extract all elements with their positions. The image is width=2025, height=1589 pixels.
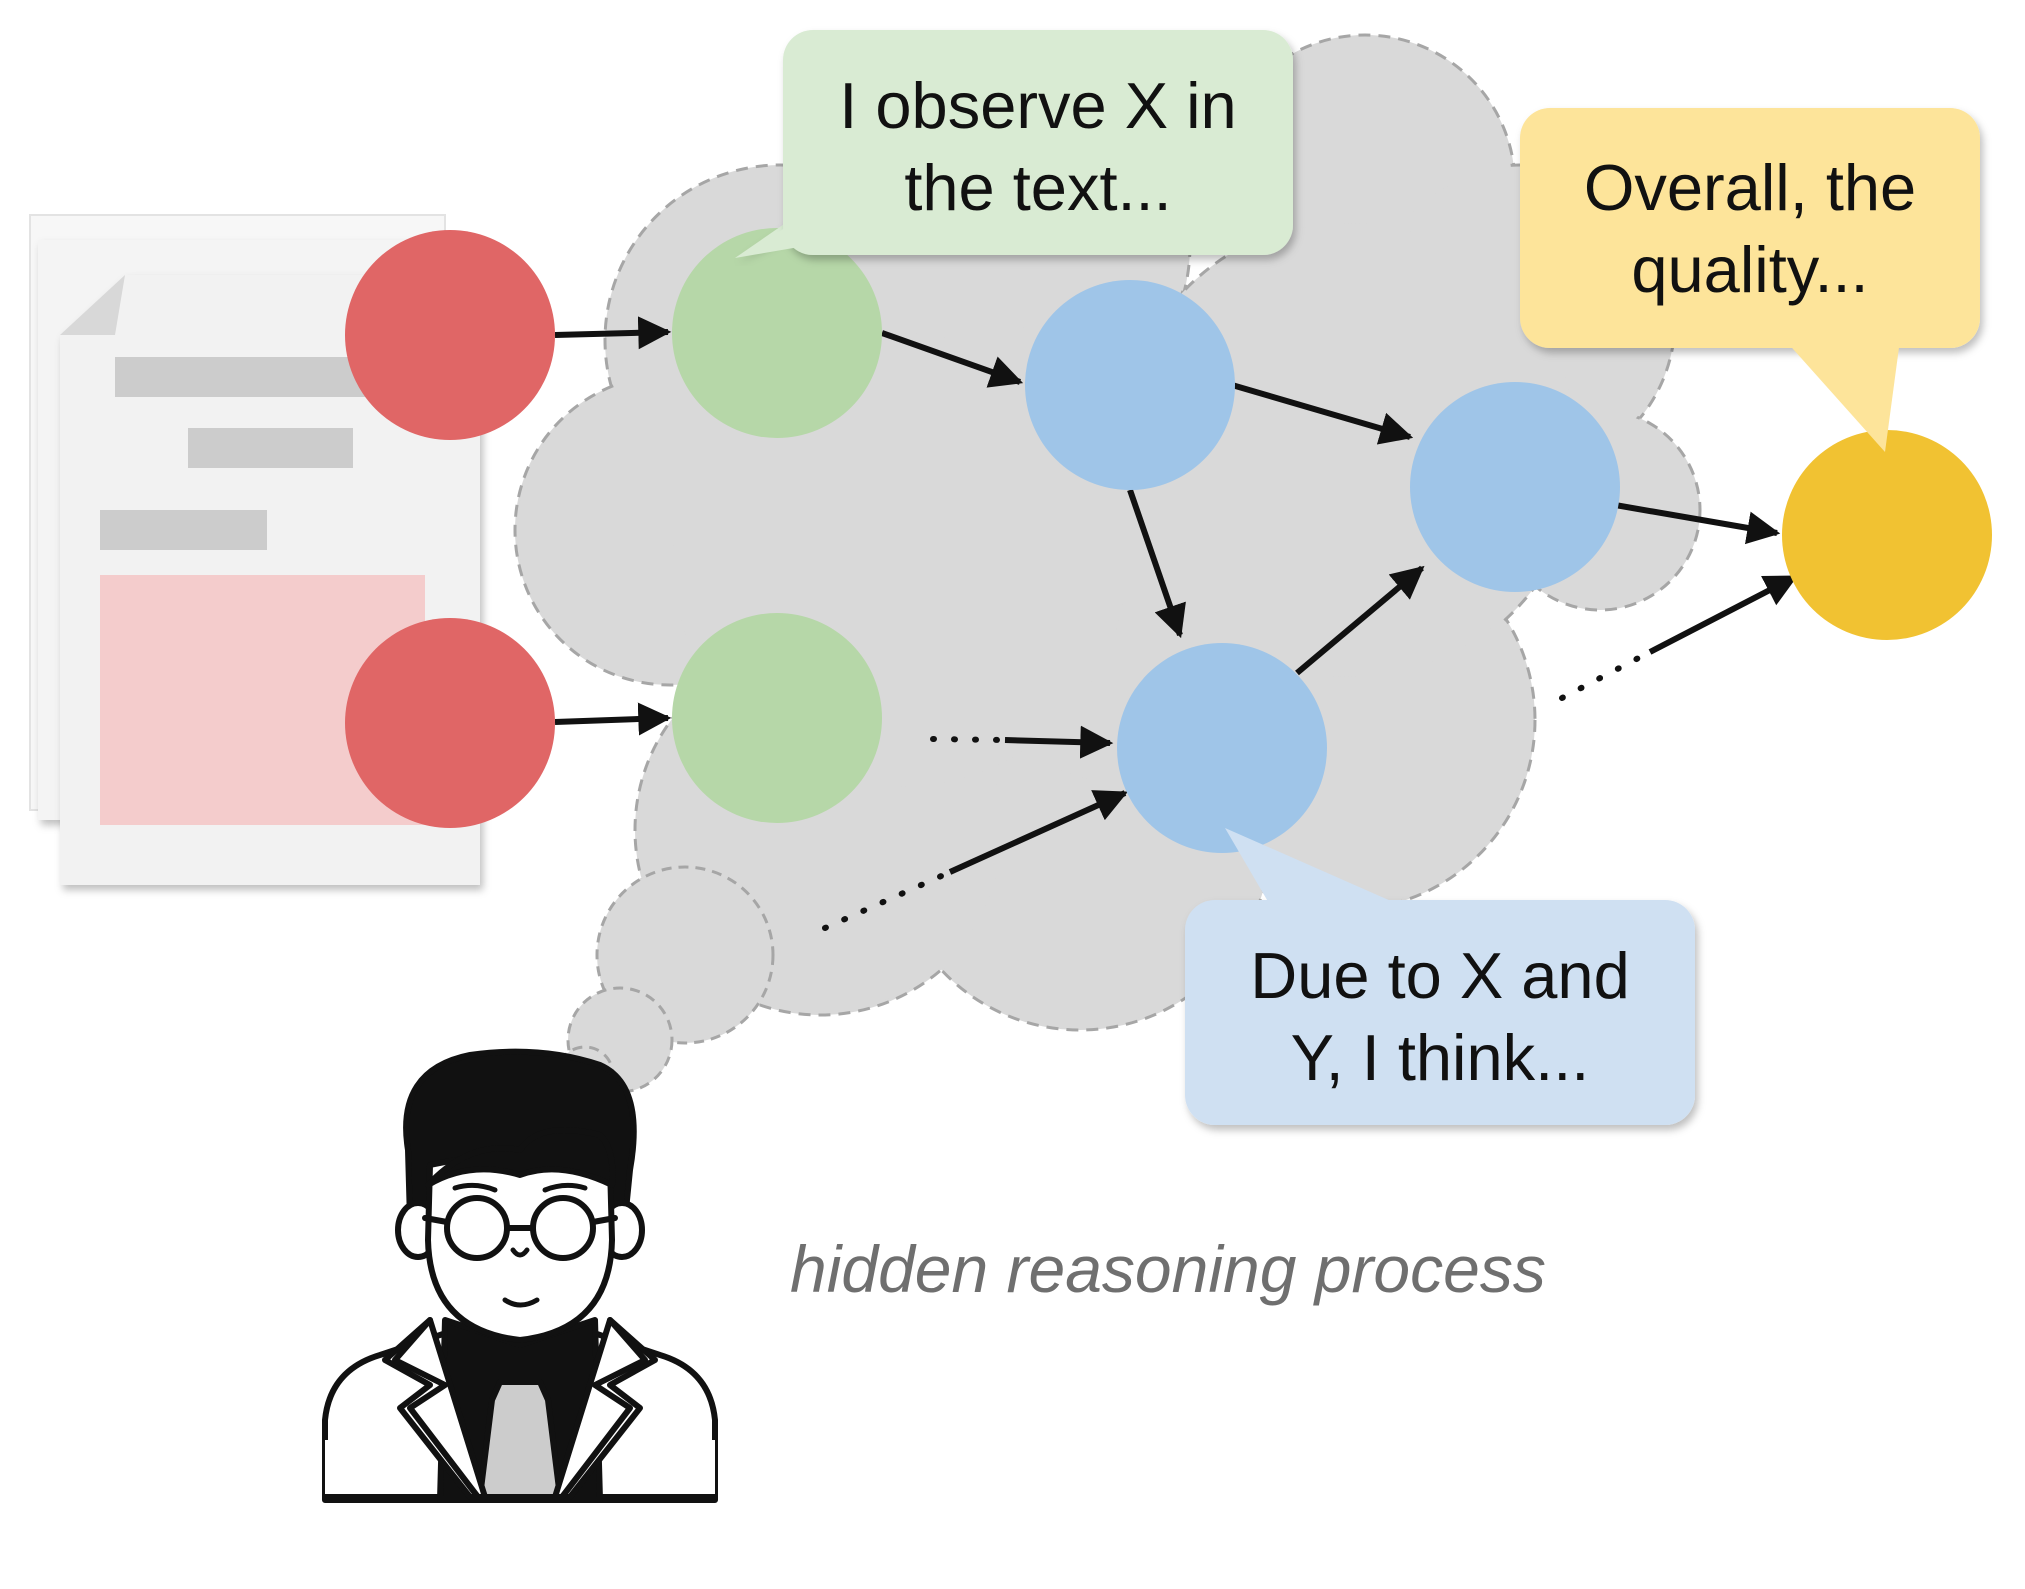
speech-bubble-observe: I observe X in the text...: [735, 30, 1293, 258]
speech-bubble-observe-line1: I observe X in: [839, 69, 1236, 142]
speech-bubble-overall-line1: Overall, the: [1584, 151, 1916, 224]
thought-trail: [555, 865, 775, 1105]
reasoning-node-3: [1410, 382, 1620, 592]
reasoning-node-1: [1025, 280, 1235, 490]
edge-obs1-reason1: [880, 330, 1024, 388]
speech-bubble-due: Due to X and Y, I think...: [1185, 828, 1695, 1125]
speech-bubble-due-line2: Y, I think...: [1291, 1021, 1590, 1094]
edge-input2-obs2: [554, 702, 672, 736]
reasoning-node-2: [1117, 643, 1327, 853]
input-node-1: [345, 230, 555, 440]
caption: hidden reasoning process: [790, 1232, 1546, 1306]
edge-obs2-reason2-solid: [1004, 725, 1114, 759]
edge-dots-output-solid: [1648, 574, 1798, 655]
dotted-edge-lower: [822, 870, 951, 931]
speech-bubble-overall: Overall, the quality...: [1520, 108, 1980, 452]
output-node: [1782, 430, 1992, 640]
edge-reason2-reason3: [1295, 565, 1425, 676]
edges: [554, 316, 1798, 875]
input-node-2: [345, 618, 555, 828]
speech-bubble-observe-line2: the text...: [904, 151, 1171, 224]
scientist-person-icon: [322, 1048, 718, 1503]
edge-input1-obs1: [554, 316, 672, 350]
speech-bubble-overall-line2: quality...: [1631, 233, 1868, 306]
nodes: [345, 228, 1992, 853]
observation-node-1: [672, 228, 882, 438]
observation-node-2: [672, 613, 882, 823]
edge-dots-reason2-solid: [948, 790, 1129, 875]
dotted-edge-right: [1559, 650, 1651, 701]
speech-bubble-due-line1: Due to X and: [1250, 939, 1629, 1012]
edge-reason3-output: [1614, 502, 1781, 545]
edge-reason1-reason2: [1127, 489, 1186, 639]
dotted-edges: [822, 650, 1651, 931]
edge-reason1-reason3: [1231, 382, 1414, 445]
